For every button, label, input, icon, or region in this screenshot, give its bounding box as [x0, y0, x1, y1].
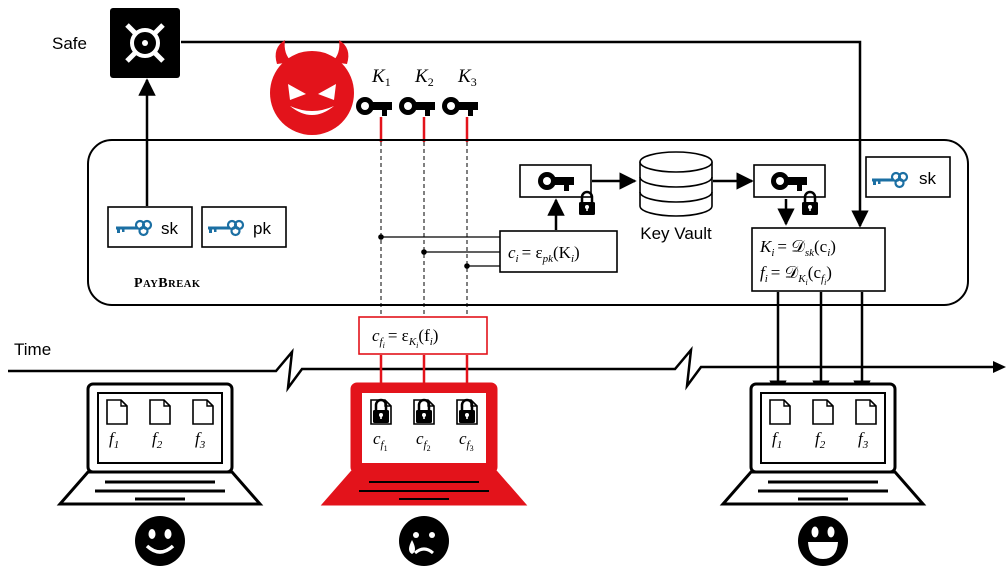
key-icon [442, 97, 478, 116]
sk-label: sk [161, 219, 179, 238]
decrypt-arrows [769, 292, 871, 398]
document-icon [769, 399, 791, 425]
file-item: f3 [192, 399, 214, 451]
attacker-key: K2 [399, 66, 435, 116]
file-label: f1 [109, 429, 119, 451]
svg-text:Ki= 𝒟sk(ci): Ki= 𝒟sk(ci) [759, 237, 836, 259]
attacker-key-label: K2 [414, 66, 434, 89]
svg-text:cfi= εKi(fi): cfi= εKi(fi) [372, 326, 438, 350]
document-icon [192, 399, 214, 425]
attacker-key: K1 [356, 66, 392, 116]
grinning-face-icon [798, 516, 848, 566]
paybreak-box [87, 139, 969, 306]
document-icon [149, 399, 171, 425]
document-icon [106, 399, 128, 425]
key-encryption-box: ci= εpk(Ki) [499, 230, 618, 273]
file-item: f1 [106, 399, 128, 451]
key-tap-lines [378, 234, 500, 269]
attacker-key-label: K3 [457, 66, 477, 89]
file-item: f3 [855, 399, 877, 451]
file-label: f1 [772, 429, 782, 451]
svg-text:fi= 𝒟Ki(cfi): fi= 𝒟Ki(cfi) [760, 263, 832, 287]
document-icon [855, 399, 877, 425]
svg-text:ci= εpk(Ki): ci= εpk(Ki) [508, 243, 580, 265]
key-vault-label: Key Vault [640, 224, 712, 243]
file-item: f1 [769, 399, 791, 451]
laptop-recovered: f1 f2 f3 [719, 382, 927, 566]
database-icon [639, 151, 713, 217]
document-icon [812, 399, 834, 425]
decryption-box: Ki= 𝒟sk(ci) fi= 𝒟Ki(cfi) [751, 227, 886, 292]
crying-face-icon [399, 516, 449, 566]
paybreak-label: PAYBREAK [134, 276, 201, 291]
attacker-key: K3 [442, 66, 478, 116]
timeline-axis [8, 346, 1006, 393]
file-label: f3 [858, 429, 869, 451]
key-icon [356, 97, 392, 116]
sk-label-right: sk [919, 169, 937, 188]
file-label: f2 [815, 429, 826, 451]
file-label: f3 [195, 429, 206, 451]
devil-icon [270, 40, 354, 135]
locked-key-box [519, 164, 597, 217]
safe-icon [110, 8, 180, 78]
sk-key-box-right: sk [865, 156, 951, 198]
time-label: Time [14, 340, 51, 359]
safe-to-decrypt-arrow [181, 40, 869, 228]
sk-key-box: sk [107, 206, 193, 248]
file-item: f2 [812, 399, 834, 451]
key-icon [399, 97, 435, 116]
attacker-key-label: K1 [371, 66, 391, 89]
key-lines [379, 117, 469, 317]
safe-label: Safe [52, 34, 87, 53]
locked-key-box-right [753, 164, 826, 217]
pk-label: pk [253, 219, 271, 238]
file-item: f2 [149, 399, 171, 451]
smiling-face-icon [135, 516, 185, 566]
file-encryption-box: cfi= εKi(fi) [358, 316, 488, 355]
laptop-normal: f1 f2 f3 [56, 382, 264, 566]
file-label: f2 [152, 429, 163, 451]
pk-key-box: pk [201, 206, 287, 248]
